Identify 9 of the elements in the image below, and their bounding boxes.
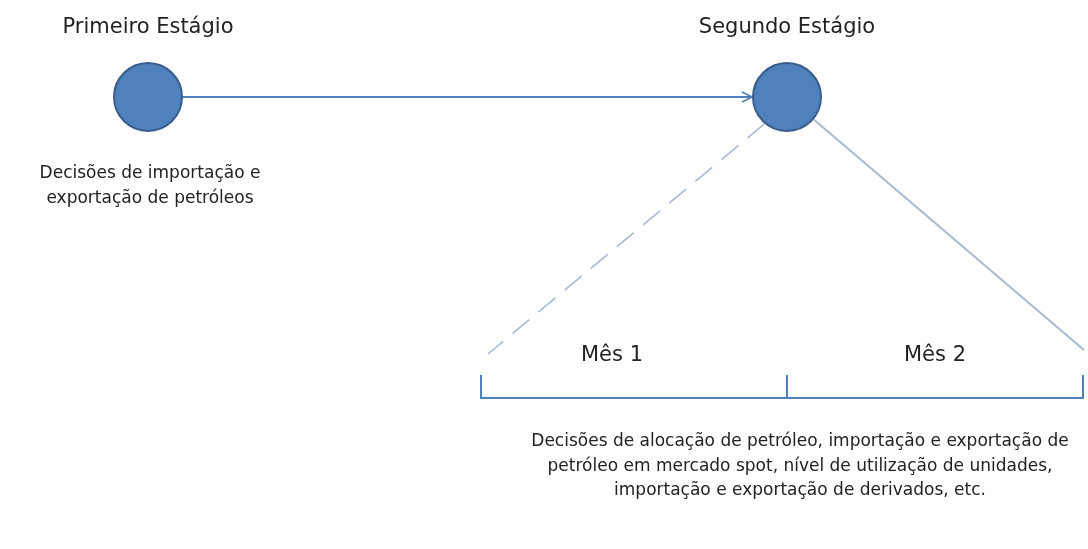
stage-heading: Primeiro Estágio	[61, 14, 235, 38]
decision-description: Decisões de importação e exportação de petróleos	[38, 161, 262, 209]
decision-description: Decisões de alocação de petróleo, importação e exportação de petróleo em mercado spot, nível de utilização de unidades, importação e exportação de derivados, etc.	[530, 429, 1070, 502]
arrow	[182, 91, 753, 103]
month-label: Mês 1	[580, 342, 644, 366]
connector-line	[487, 123, 766, 355]
month-label: Mês 2	[903, 342, 967, 366]
connector-line	[812, 118, 1085, 351]
stage-heading: Segundo Estágio	[697, 14, 877, 38]
